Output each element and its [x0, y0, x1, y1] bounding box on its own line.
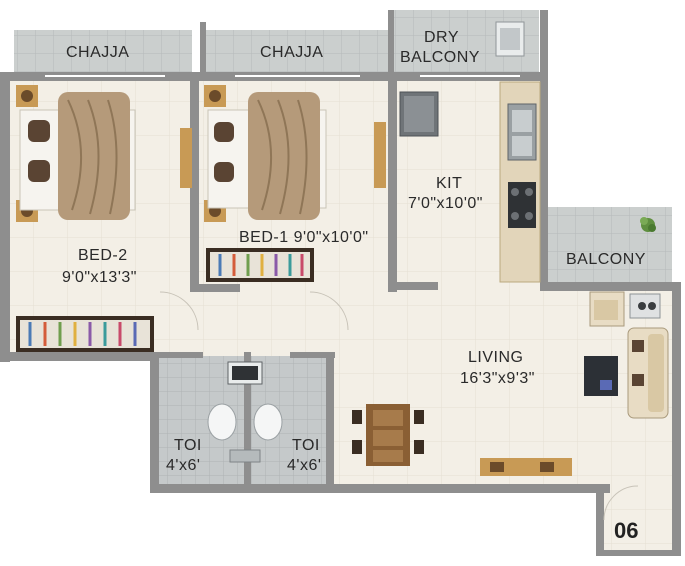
- chajja-right-label: CHAJJA: [260, 44, 324, 61]
- living-name-label: LIVING: [468, 349, 524, 366]
- plant-icon: [640, 217, 656, 232]
- toilet-right-name-label: TOI: [292, 437, 320, 454]
- foyer-floor: [600, 480, 672, 552]
- bed1-bed: [204, 85, 386, 222]
- chajja-left-label: CHAJJA: [66, 44, 130, 61]
- bed1-label: BED-1 9'0"x10'0": [239, 229, 369, 246]
- bed2-wardrobe: [16, 316, 154, 352]
- balcony-area: [548, 207, 672, 285]
- living-furniture: [352, 291, 669, 476]
- toilet-right-size-label: 4'x6': [287, 457, 322, 474]
- dry-balcony-label-line1: DRY: [424, 29, 459, 46]
- bed2-size-label: 9'0"x13'3": [62, 269, 137, 286]
- chajja-right-area: [206, 30, 388, 75]
- bed2-bed: [16, 85, 192, 222]
- toilet-left-name-label: TOI: [174, 437, 202, 454]
- door-swings: [159, 291, 639, 521]
- toilet-left-size-label: 4'x6': [166, 457, 201, 474]
- living-size-label: 16'3"x9'3": [460, 370, 535, 387]
- kitchen-size-label: 7'0"x10'0": [408, 195, 483, 212]
- balcony-label: BALCONY: [566, 251, 646, 268]
- chajja-left-area: [14, 30, 192, 75]
- bed1-wardrobe: [206, 248, 314, 282]
- dry-balcony-label-line2: BALCONY: [400, 49, 480, 66]
- kitchen-fixtures: [399, 21, 541, 283]
- toilet-fixtures: [207, 361, 283, 463]
- kitchen-name-label: KIT: [436, 175, 463, 192]
- unit-number: 06: [614, 518, 639, 543]
- bed2-name-label: BED-2: [78, 247, 128, 264]
